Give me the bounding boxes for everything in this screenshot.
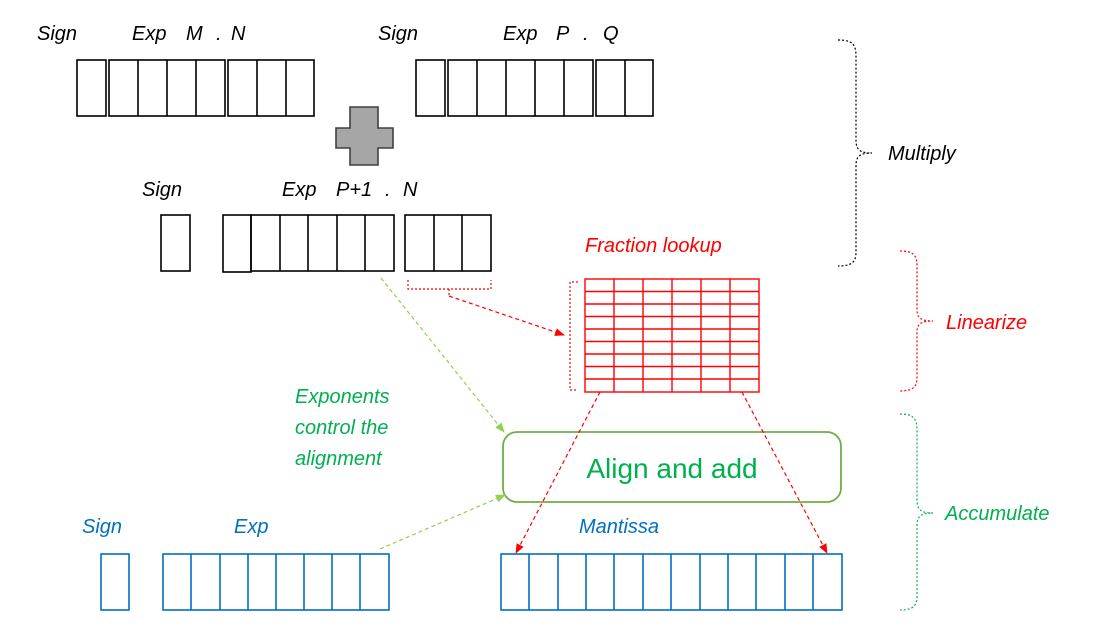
product-sign-label: Sign: [142, 179, 182, 201]
operand-b-sign-label: Sign: [378, 23, 418, 45]
product-exp-overflow-bit: [222, 214, 252, 273]
align-and-add-box: [502, 431, 842, 503]
arrow-lookup-to-mantissa-left: [515, 391, 601, 554]
operand-a-sign-bit: [76, 59, 107, 117]
lookup-input-bracket: [569, 281, 578, 391]
operand-b: Sign Exp P . Q: [378, 23, 654, 117]
stage-accumulate-label: Accumulate: [944, 503, 1050, 525]
arrow-to-lookup: [448, 295, 565, 336]
accumulator-sign-label: Sign: [82, 516, 122, 538]
fraction-lookup-label: Fraction lookup: [585, 235, 722, 257]
operand-b-q-label: Q: [603, 23, 619, 45]
accumulator-exp-label: Exp: [234, 516, 268, 538]
fraction-lookup-table: [584, 278, 760, 393]
note-line-1: Exponents: [295, 386, 390, 408]
operand-a-m-label: M: [186, 23, 203, 45]
arrow-acc-exp-to-align: [379, 494, 506, 550]
note-line-3: alignment: [295, 448, 383, 470]
accumulator-sign-bit: [100, 553, 130, 611]
linearize-brace: [899, 250, 934, 392]
product-register: Sign Exp P+1 . N: [142, 179, 492, 273]
product-mantissa-bracket: [407, 280, 492, 296]
operand-b-exp-field: [447, 59, 594, 117]
operand-a-mantissa-field: [227, 59, 315, 117]
product-sign-bit: [160, 214, 191, 272]
arrow-lookup-to-mantissa-right: [741, 391, 828, 554]
product-dot-label: .: [385, 179, 391, 201]
product-exp-field: [250, 214, 395, 272]
product-exp-label: Exp: [282, 179, 316, 201]
product-p1-label: P+1: [336, 179, 372, 201]
note-line-2: control the: [295, 417, 388, 439]
stage-linearize-label: Linearize: [946, 312, 1027, 334]
accumulator-mantissa-label: Mantissa: [579, 516, 659, 538]
operand-b-sign-bit: [415, 59, 446, 117]
multiply-brace: [837, 39, 873, 267]
product-mantissa-field: [404, 214, 492, 272]
align-and-add-label: Align and add: [586, 453, 757, 484]
operand-b-p-label: P: [556, 23, 570, 45]
operand-b-dot-label: .: [583, 23, 589, 45]
arrow-product-exp-to-align: [380, 277, 505, 433]
stage-multiply-label: Multiply: [888, 143, 957, 165]
operand-a-n-label: N: [231, 23, 246, 45]
operand-a: Sign Exp M . N: [37, 23, 315, 117]
operand-a-sign-label: Sign: [37, 23, 77, 45]
accumulate-brace: [899, 413, 934, 611]
plus-icon: [335, 106, 394, 166]
operand-b-exp-label: Exp: [503, 23, 537, 45]
product-n-label: N: [403, 179, 418, 201]
operand-a-exp-label: Exp: [132, 23, 166, 45]
accumulator-register: Sign Exp Mantissa: [82, 516, 843, 611]
operand-a-dot-label: .: [216, 23, 222, 45]
